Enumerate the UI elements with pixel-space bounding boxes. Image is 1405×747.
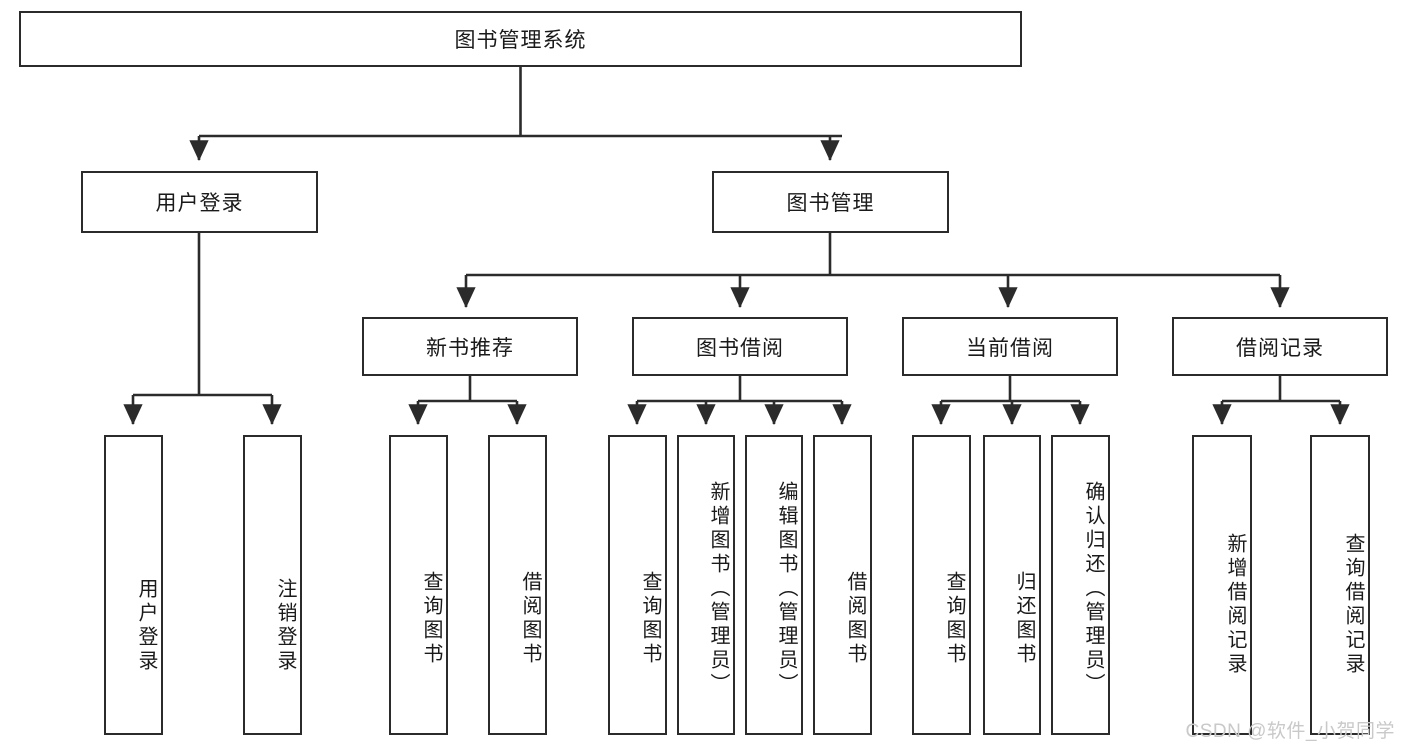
leaf-query-borrow-record-label: 查询借阅记录 — [1342, 533, 1364, 677]
leaf-query-books-current-label: 查询图书 — [943, 571, 965, 667]
node-current-borrow-label: 当前借阅 — [966, 336, 1054, 360]
leaf-borrow-books-newbook[interactable]: 借阅图书 — [488, 435, 547, 735]
node-current-borrow[interactable]: 当前借阅 — [902, 317, 1118, 376]
leaf-edit-book-admin-label: 编辑图书（管理员） — [775, 481, 797, 697]
node-root-label: 图书管理系统 — [454, 29, 587, 52]
leaf-add-borrow-record[interactable]: 新增借阅记录 — [1192, 435, 1252, 735]
leaf-query-books-newbook-label: 查询图书 — [420, 571, 442, 667]
leaf-edit-book-admin[interactable]: 编辑图书（管理员） — [745, 435, 803, 735]
csdn-watermark: CSDN @软件_小贺同学 — [1185, 721, 1395, 742]
node-book-borrow-label: 图书借阅 — [696, 336, 784, 360]
node-book-management[interactable]: 图书管理 — [712, 171, 949, 233]
leaf-confirm-return-admin-label: 确认归还（管理员） — [1082, 481, 1104, 697]
node-new-book-recommend-label: 新书推荐 — [426, 336, 514, 360]
leaf-add-book-admin-label: 新增图书（管理员） — [707, 481, 729, 697]
leaf-borrow-books-borrow[interactable]: 借阅图书 — [813, 435, 872, 735]
leaf-query-books-borrow[interactable]: 查询图书 — [608, 435, 667, 735]
leaf-return-books[interactable]: 归还图书 — [983, 435, 1041, 735]
node-book-borrow[interactable]: 图书借阅 — [632, 317, 848, 376]
node-book-management-label: 图书管理 — [786, 192, 875, 215]
node-user-login[interactable]: 用户登录 — [81, 171, 318, 233]
leaf-return-books-label: 归还图书 — [1013, 571, 1035, 667]
node-borrow-records[interactable]: 借阅记录 — [1172, 317, 1388, 376]
node-borrow-records-label: 借阅记录 — [1236, 336, 1324, 360]
node-user-login-label: 用户登录 — [155, 192, 244, 215]
leaf-user-login[interactable]: 用户登录 — [104, 435, 163, 735]
leaf-borrow-books-newbook-label: 借阅图书 — [519, 571, 541, 667]
leaf-confirm-return-admin[interactable]: 确认归还（管理员） — [1051, 435, 1110, 735]
node-new-book-recommend[interactable]: 新书推荐 — [362, 317, 578, 376]
leaf-user-login-label: 用户登录 — [135, 578, 157, 674]
leaf-add-book-admin[interactable]: 新增图书（管理员） — [677, 435, 735, 735]
node-root[interactable]: 图书管理系统 — [19, 11, 1022, 67]
leaf-query-books-current[interactable]: 查询图书 — [912, 435, 971, 735]
leaf-query-borrow-record[interactable]: 查询借阅记录 — [1310, 435, 1370, 735]
leaf-logout[interactable]: 注销登录 — [243, 435, 302, 735]
leaf-borrow-books-borrow-label: 借阅图书 — [844, 571, 866, 667]
leaf-query-books-newbook[interactable]: 查询图书 — [389, 435, 448, 735]
leaf-logout-label: 注销登录 — [274, 578, 296, 674]
leaf-query-books-borrow-label: 查询图书 — [639, 571, 661, 667]
leaf-add-borrow-record-label: 新增借阅记录 — [1224, 533, 1246, 677]
